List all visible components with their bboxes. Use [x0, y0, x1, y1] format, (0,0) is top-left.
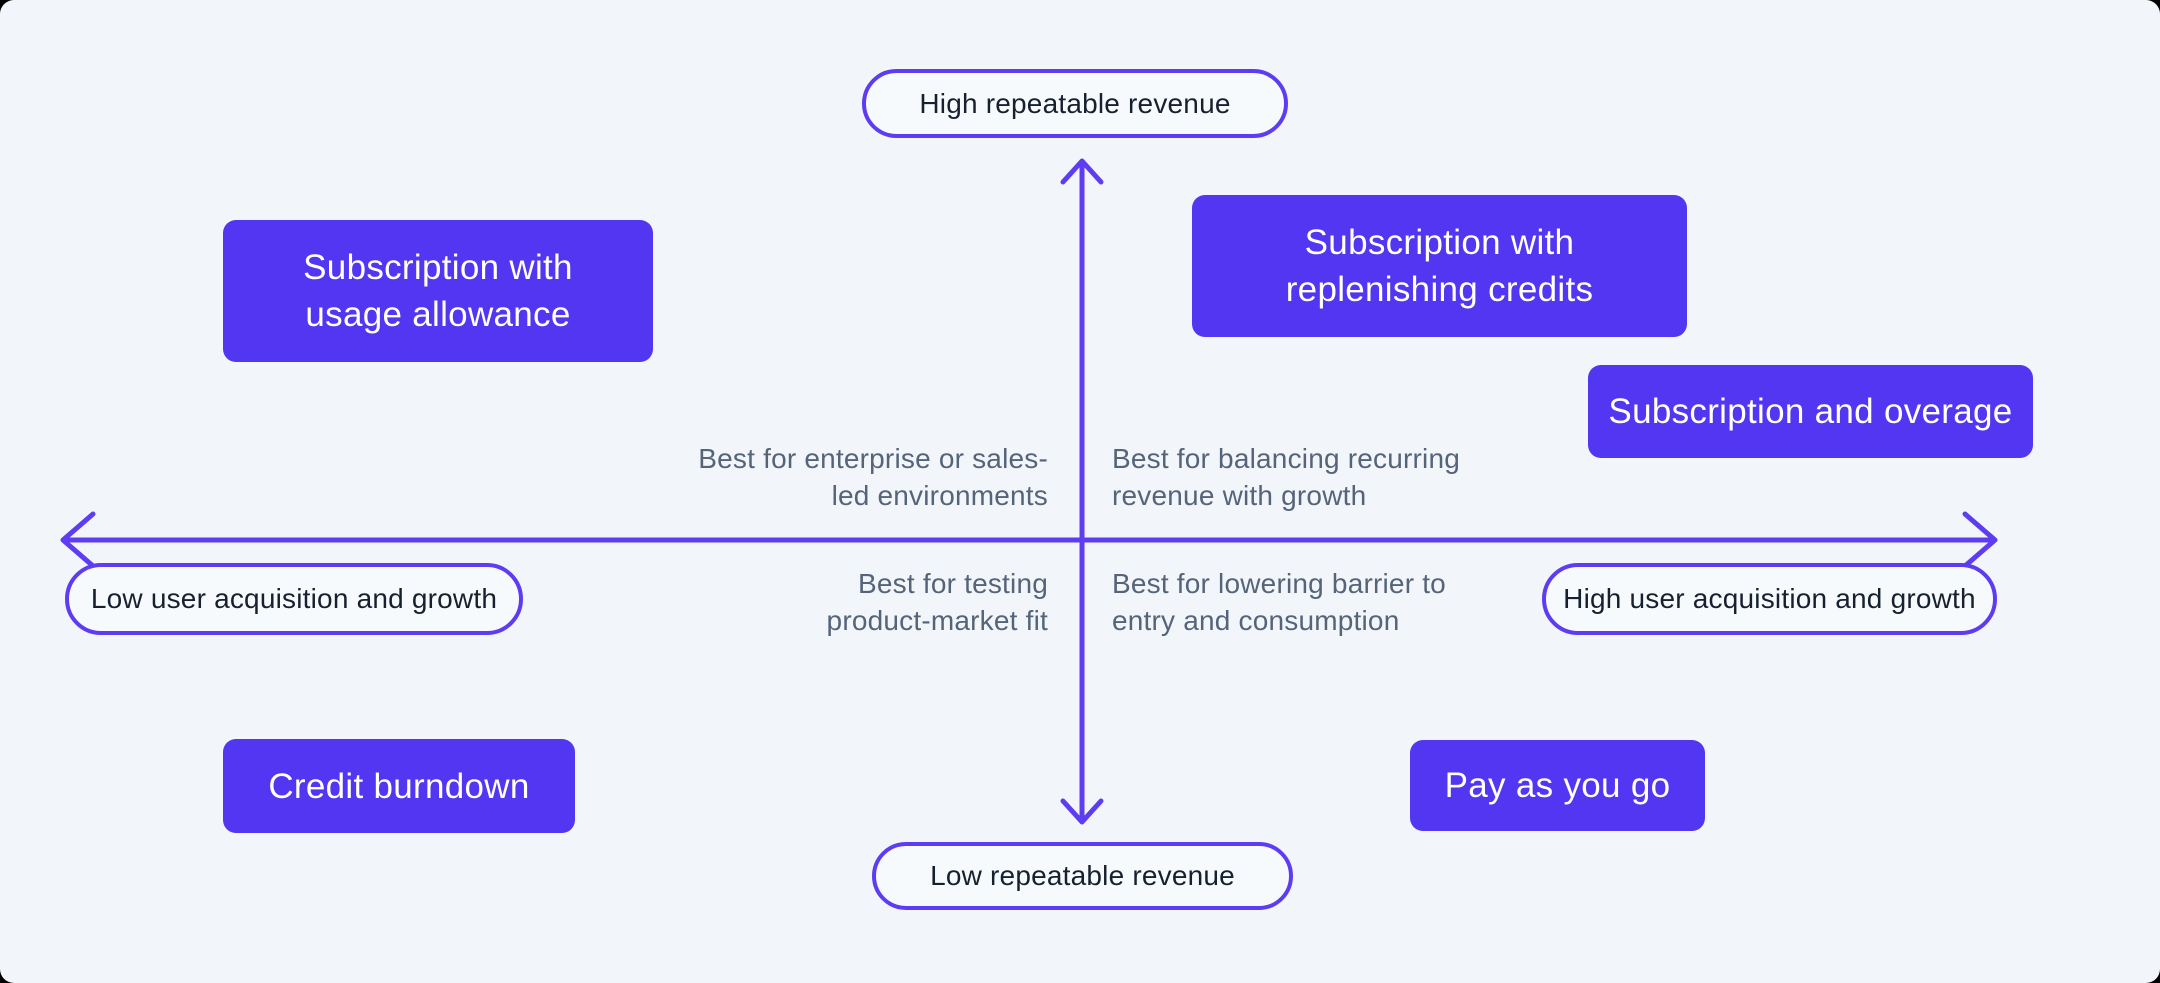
- model-box-subscription-and-overage: Subscription and overage: [1588, 365, 2033, 458]
- quadrant-note-bottom-right: Best for lowering barrier to entry and c…: [1112, 565, 1446, 639]
- model-box-label-line: Subscription with: [303, 248, 573, 287]
- quadrant-note-line: led environments: [831, 480, 1048, 511]
- quadrant-note-top-left: Best for enterprise or sales- led enviro…: [698, 440, 1048, 514]
- quadrant-note-bottom-left: Best for testing product-market fit: [827, 565, 1048, 639]
- model-box-subscription-usage-allowance: Subscription with usage allowance: [223, 220, 653, 362]
- axis-pill-label: Low user acquisition and growth: [90, 583, 498, 614]
- quadrant-note-line: Best for enterprise or sales-: [698, 443, 1048, 474]
- left-arrowhead-icon: [60, 511, 96, 569]
- up-arrowhead-icon: [1060, 158, 1104, 185]
- quadrant-note-line: Best for balancing recurring: [1112, 443, 1460, 474]
- model-box-label-line: Subscription and overage: [1608, 392, 2013, 431]
- quadrant-note-line: product-market fit: [826, 605, 1048, 636]
- quadrant-note-line: Best for testing: [858, 568, 1048, 599]
- model-box-label-line: usage allowance: [305, 295, 571, 334]
- axis-pill-low-user-acquisition: Low user acquisition and growth: [65, 563, 523, 635]
- model-box-label-line: Pay as you go: [1444, 766, 1671, 805]
- model-box-label-line: replenishing credits: [1285, 270, 1594, 309]
- axis-pill-high-user-acquisition: High user acquisition and growth: [1542, 563, 1997, 635]
- model-box-label-line: Credit burndown: [268, 766, 530, 806]
- model-box-credit-burndown: Credit burndown: [223, 739, 575, 833]
- quadrant-note-line: entry and consumption: [1112, 605, 1400, 636]
- quadrant-note-line: Best for lowering barrier to: [1112, 568, 1446, 599]
- right-arrowhead-icon: [1962, 511, 1998, 569]
- axis-pill-high-repeatable-revenue: High repeatable revenue: [862, 69, 1288, 138]
- model-box-subscription-replenishing-credits: Subscription with replenishing credits: [1192, 195, 1687, 337]
- model-box-pay-as-you-go: Pay as you go: [1410, 740, 1705, 831]
- model-box-label-line: Subscription with: [1304, 223, 1575, 262]
- axis-pill-label: High repeatable revenue: [919, 87, 1231, 119]
- axis-pill-label: High user acquisition and growth: [1563, 583, 1976, 614]
- axis-pill-low-repeatable-revenue: Low repeatable revenue: [872, 842, 1293, 910]
- quadrant-note-line: revenue with growth: [1112, 480, 1367, 511]
- quadrant-note-top-right: Best for balancing recurring revenue wit…: [1112, 440, 1460, 514]
- down-arrowhead-icon: [1060, 798, 1104, 825]
- axis-pill-label: Low repeatable revenue: [930, 860, 1235, 891]
